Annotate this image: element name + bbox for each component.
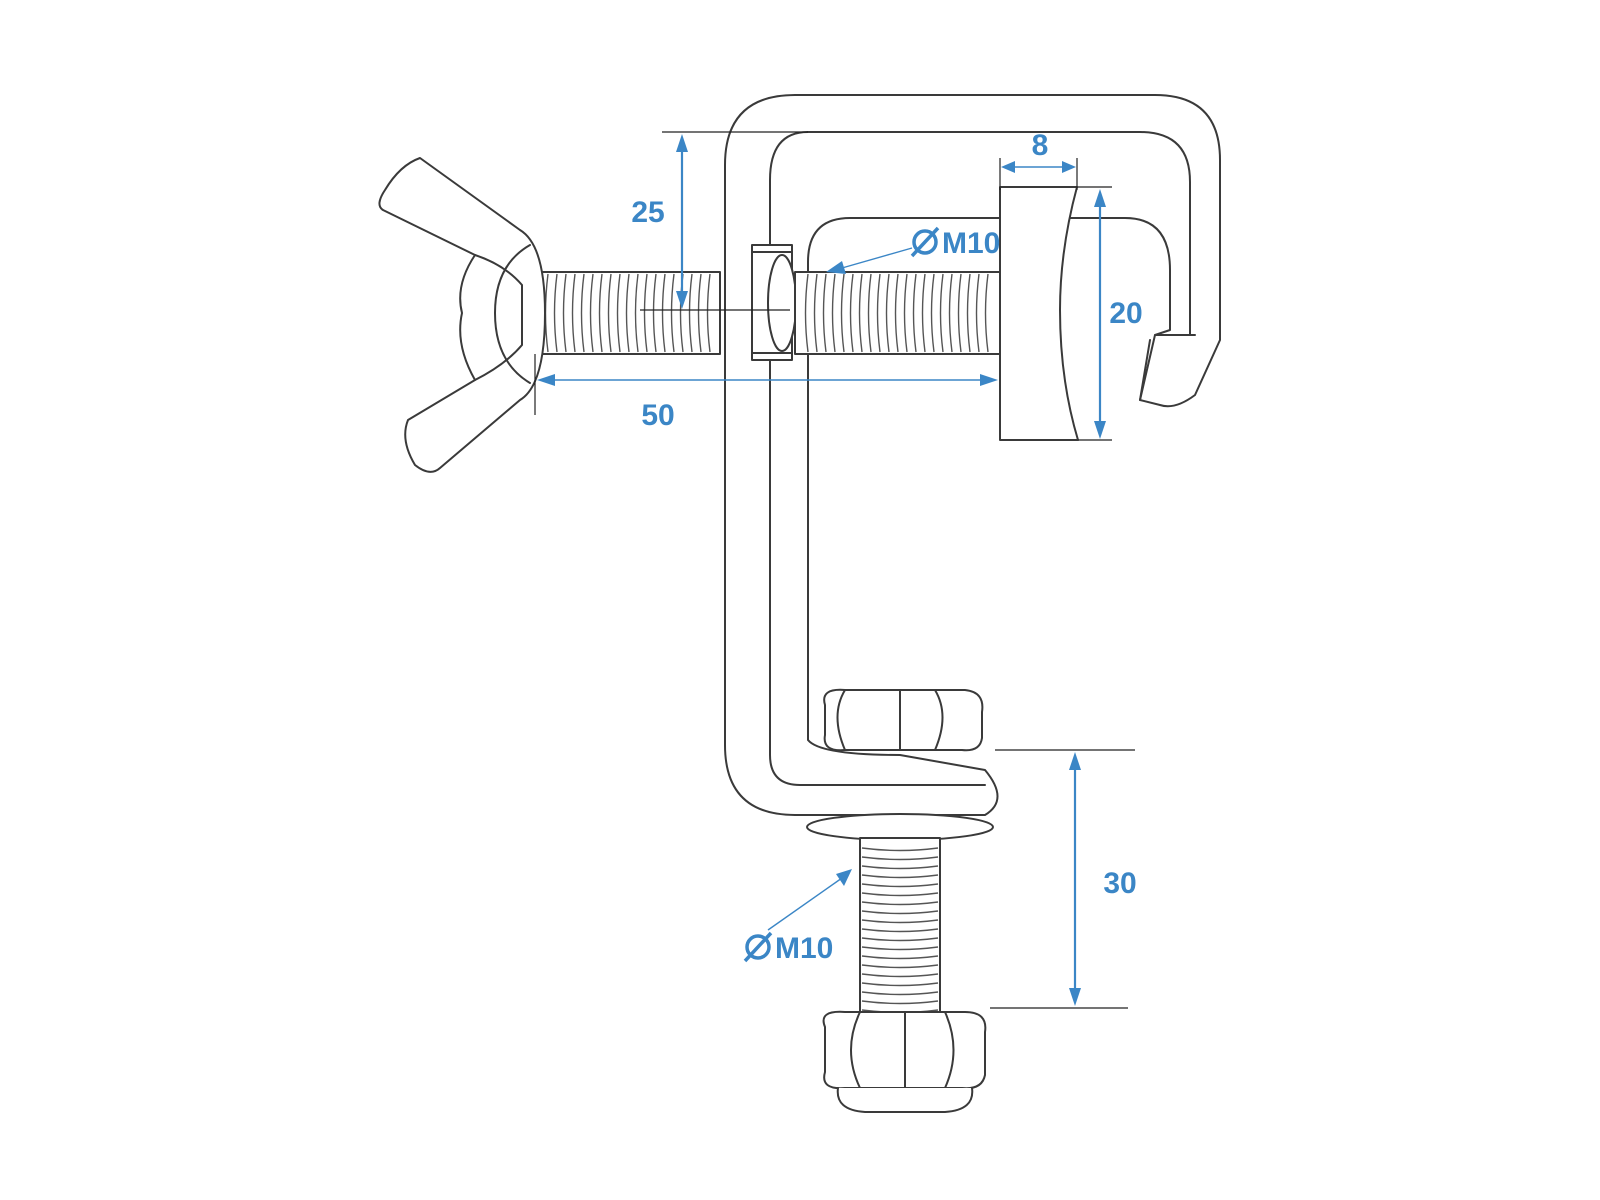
dimension-screw-reach: 50	[534, 354, 998, 432]
wing-screw	[378, 157, 721, 473]
thread-line	[571, 273, 576, 353]
wing-nut-edge	[459, 254, 476, 381]
c-frame-spine-edge	[769, 131, 986, 786]
thread-line	[948, 273, 953, 353]
thread-line	[921, 273, 926, 353]
thread-line	[885, 273, 890, 353]
thread-line	[553, 273, 558, 353]
thread-line	[813, 273, 818, 353]
diameter-symbol-icon	[910, 226, 940, 258]
thread-line	[861, 964, 939, 969]
thread-line	[861, 910, 939, 915]
c-frame-outer	[724, 94, 1221, 816]
thread-line	[861, 865, 939, 870]
thread-line	[661, 273, 666, 353]
thread-line	[867, 273, 872, 353]
thread-line	[861, 883, 939, 888]
thread-line	[562, 273, 567, 353]
thread-line	[966, 273, 971, 353]
mount-bolt-threads	[861, 847, 939, 1014]
thread-line	[939, 273, 944, 353]
wing-screw-right	[794, 271, 1001, 355]
thread-line	[652, 273, 657, 353]
diameter-symbol-icon	[743, 931, 773, 963]
thread-line	[616, 273, 621, 353]
thread-line	[984, 273, 989, 353]
thread-line	[858, 273, 863, 353]
dimension-label-jaw-depth: 25	[631, 196, 664, 229]
thread-line	[697, 273, 702, 353]
thread-line	[580, 273, 585, 353]
thread-line	[670, 273, 675, 353]
thread-callout-wing-screw: M10	[826, 226, 1000, 274]
thread-line	[849, 273, 854, 353]
thread-line	[804, 273, 809, 353]
dimension-pad-thickness: 8	[999, 129, 1078, 190]
mount-bolt	[806, 688, 994, 1113]
thread-line	[822, 273, 827, 353]
wing-nut-collar	[494, 244, 531, 384]
dimension-label-pad-thickness: 8	[1032, 129, 1049, 162]
thread-line	[861, 973, 939, 978]
c-frame	[724, 94, 1221, 816]
top-hex-nut	[823, 688, 984, 752]
c-frame-inner-edge	[807, 131, 1191, 336]
pressure-pad	[999, 186, 1079, 441]
wing-screw-threads-right	[804, 273, 989, 353]
thread-line	[861, 1000, 939, 1005]
thread-line	[861, 847, 939, 852]
thread-line	[706, 273, 711, 353]
washer	[806, 813, 994, 841]
thread-line	[643, 273, 648, 353]
thread-line	[861, 991, 939, 996]
thread-line	[607, 273, 612, 353]
thread-label-wing-screw: M10	[942, 227, 1000, 260]
thread-line	[861, 856, 939, 861]
wing-screw-threads-left	[544, 273, 711, 353]
thread-line	[876, 273, 881, 353]
hook-tip-edge	[1139, 334, 1196, 401]
thread-line	[861, 946, 939, 951]
thread-line	[912, 273, 917, 353]
dimension-label-pad-height: 20	[1109, 297, 1142, 330]
collar-bore	[767, 254, 797, 352]
thread-line	[861, 937, 939, 942]
dimension-label-mount-bolt-length: 30	[1103, 867, 1136, 900]
thread-line	[688, 273, 693, 353]
thread-line	[861, 928, 939, 933]
thread-line	[975, 273, 980, 353]
dimension-jaw-depth: 25	[631, 131, 808, 311]
thread-line	[861, 955, 939, 960]
thread-line	[840, 273, 845, 353]
thread-line	[861, 901, 939, 906]
thread-label-mount-bolt: M10	[775, 932, 833, 965]
thread-line	[861, 874, 939, 879]
wing-nut	[378, 157, 546, 473]
thread-line	[634, 273, 639, 353]
thread-line	[894, 273, 899, 353]
bottom-nut-base	[836, 1087, 974, 1113]
thread-line	[598, 273, 603, 353]
thread-line	[930, 273, 935, 353]
thread-line	[903, 273, 908, 353]
thread-callout-mount-bolt: M10	[743, 869, 852, 965]
thread-line	[861, 919, 939, 924]
thread-line	[625, 273, 630, 353]
thread-line	[861, 892, 939, 897]
thread-line	[589, 273, 594, 353]
dimension-mount-bolt-length: 30	[990, 749, 1137, 1009]
thread-line	[957, 273, 962, 353]
thread-line	[831, 273, 836, 353]
thread-line	[861, 982, 939, 987]
dimension-label-screw-reach: 50	[641, 399, 674, 432]
dimension-pad-height: 20	[1077, 186, 1143, 441]
